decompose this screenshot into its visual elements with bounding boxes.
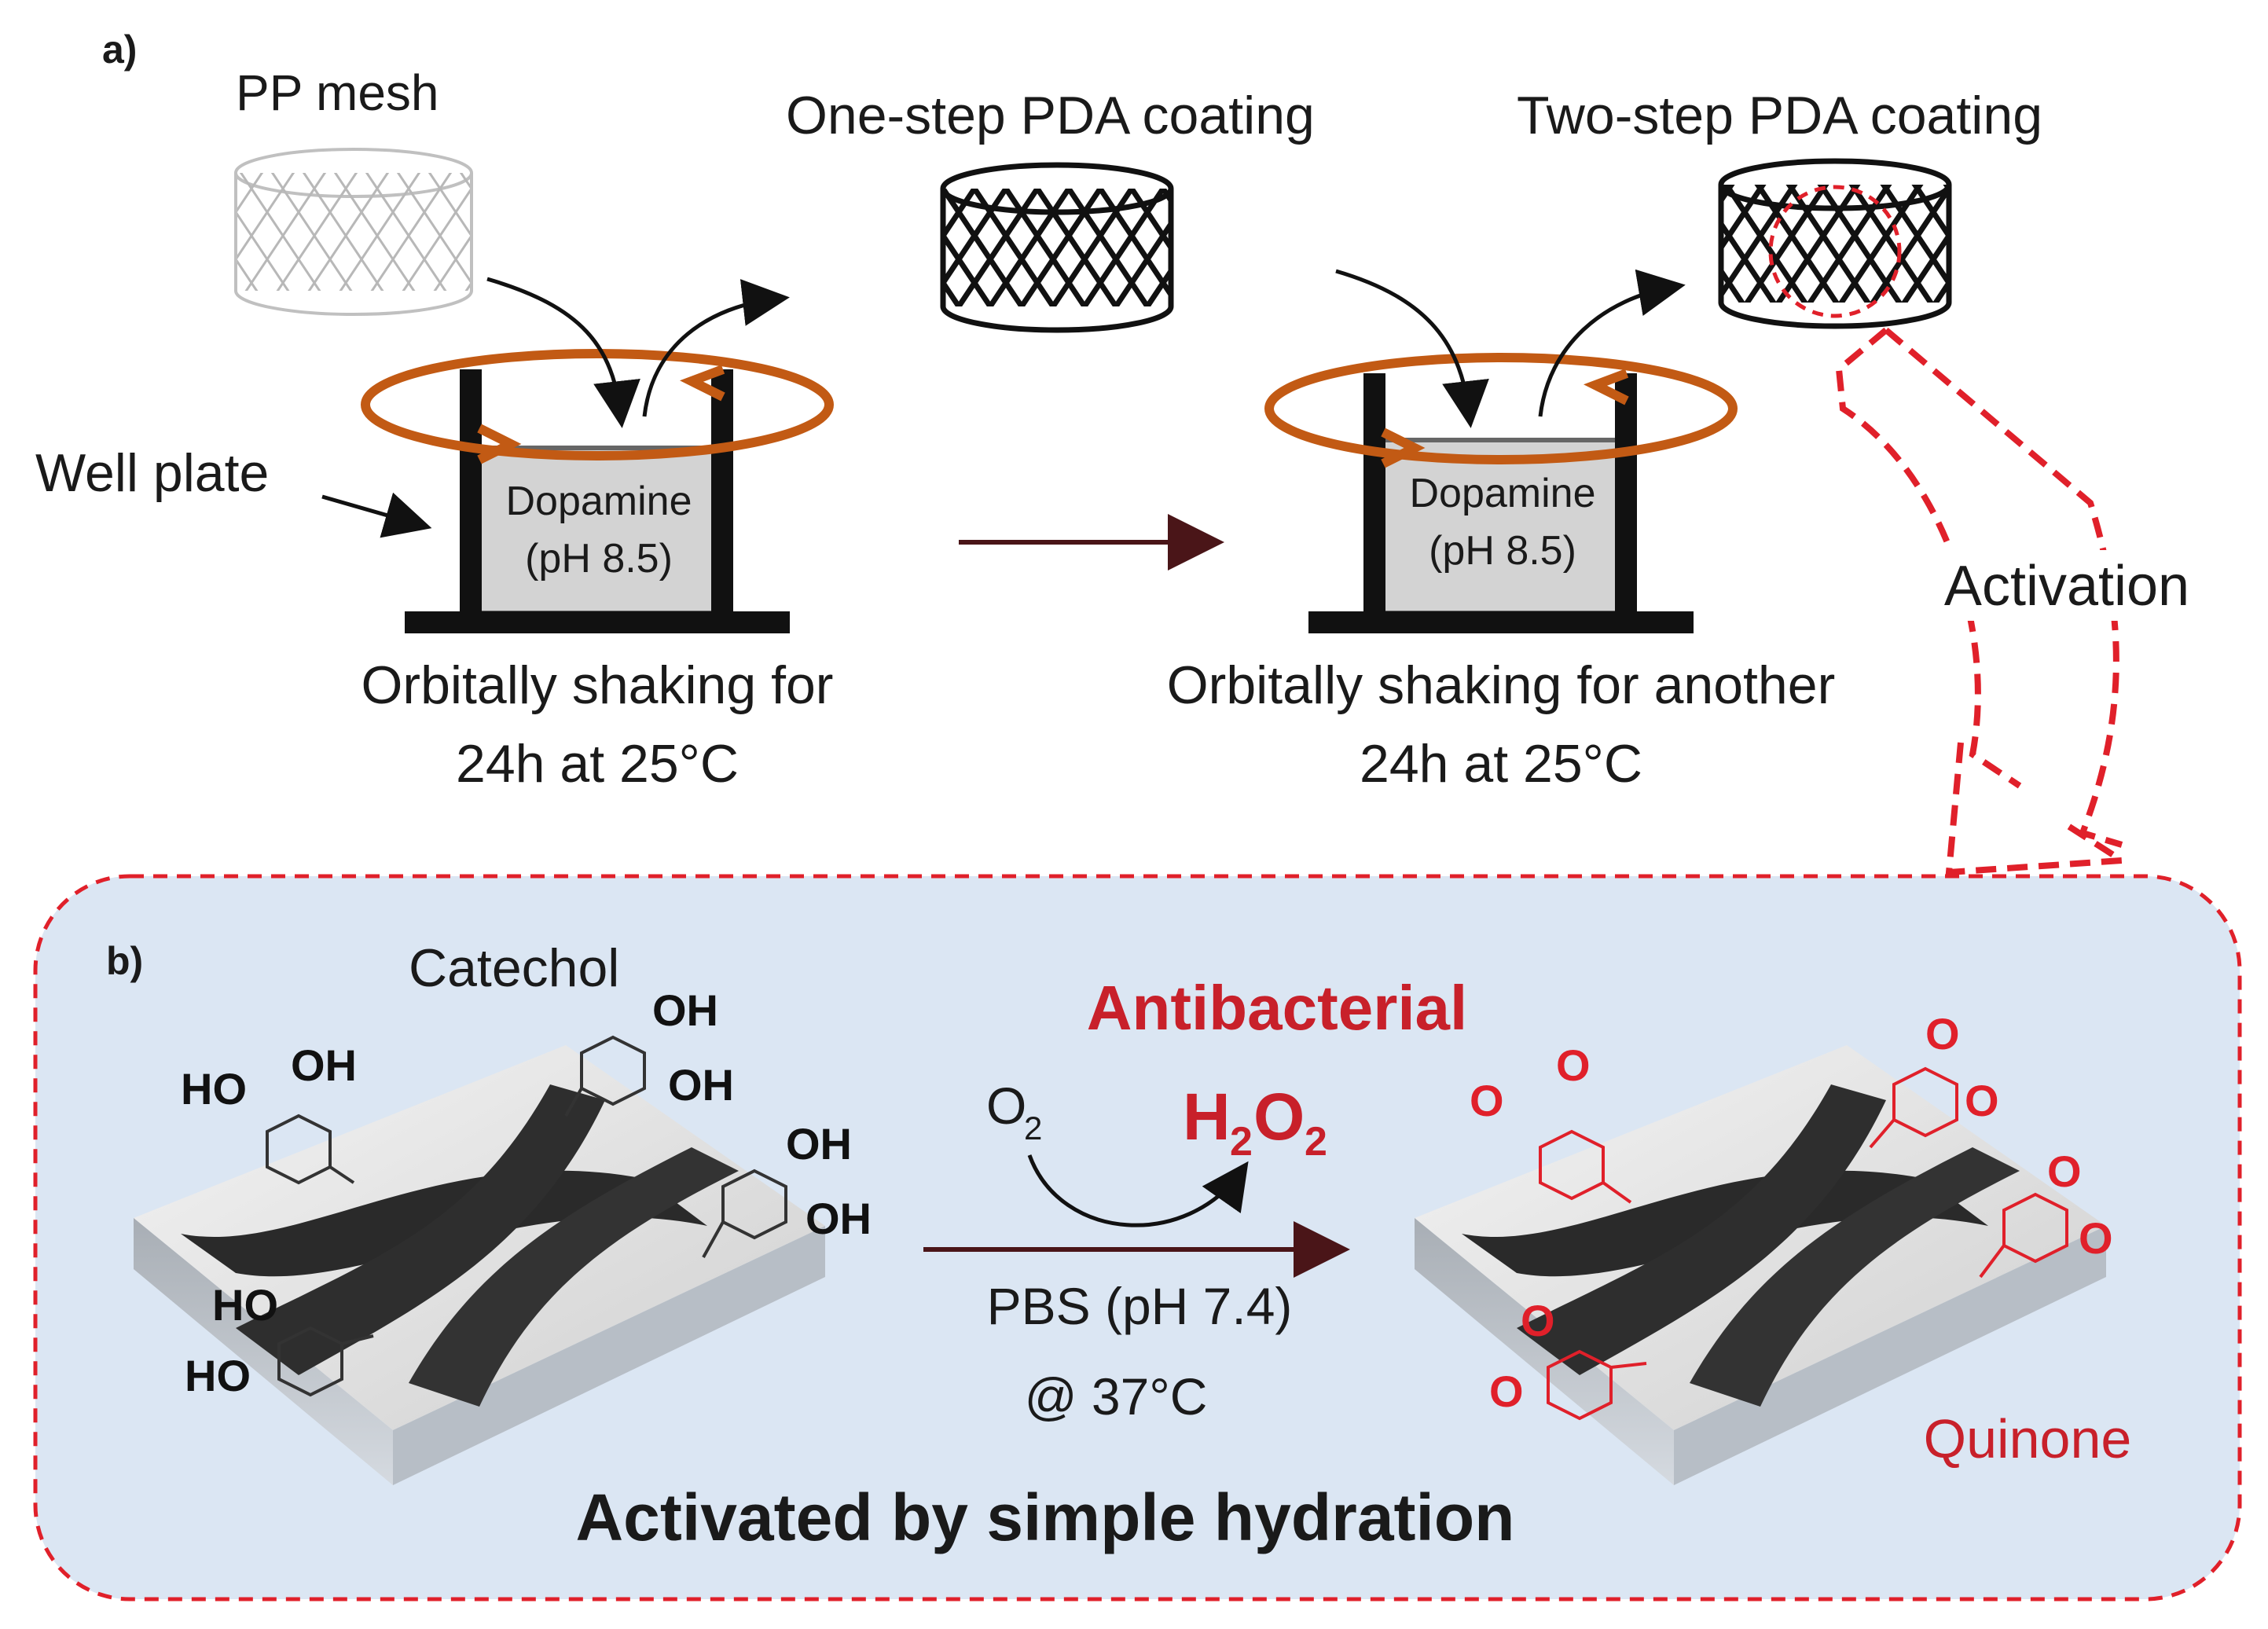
arrow-into-well-1 [486,277,640,428]
pp-mesh-label: PP mesh [236,64,439,121]
orbit-arrow-2 [1264,353,1738,468]
h2o2-label: H 2 O 2 [1183,1080,1327,1165]
activation-arrow [1835,327,2132,876]
quinone-label: Quinone [1924,1408,2132,1469]
svg-text:O: O [1253,1080,1305,1154]
arrow-into-well-2 [1335,269,1489,428]
activation-label-bg [1918,550,2216,621]
o2-label: O 2 [986,1077,1042,1147]
o-label-8: O [1489,1367,1524,1416]
two-step-mesh-icon [1718,158,1952,329]
svg-text:O: O [986,1077,1026,1135]
oh-label-1: OH [291,1040,357,1090]
pp-mesh-light-icon [234,148,473,316]
ho-label-3: HO [185,1351,251,1400]
orbit-arrow-1 [361,349,834,464]
catechol-label: Catechol [409,938,619,998]
o-label-5: O [2047,1147,2082,1196]
o-label-2: O [1556,1040,1591,1090]
quinone-ring-1 [1539,1129,1632,1204]
oh-label-3: OH [668,1060,734,1110]
o-label-3: O [1925,1009,1960,1058]
svg-text:2: 2 [1305,1119,1327,1165]
ho-label-1: HO [181,1064,247,1114]
one-step-mesh-icon [940,162,1174,333]
oh-label-2: OH [652,985,718,1035]
well-plate-1: Dopamine (pH 8.5) [405,369,790,633]
quinone-ring-4 [1547,1349,1647,1421]
antibacterial-label: Antibacterial [1087,973,1468,1043]
o-label-7: O [1521,1296,1555,1345]
quinone-ring-2 [1869,1066,1958,1149]
catechol-ring-4 [277,1326,374,1397]
panel-a-label: a) [102,28,137,72]
o-label-4: O [1965,1076,1999,1125]
shake2-line1: Orbitally shaking for another [1167,655,1835,715]
shake2-line2: 24h at 25°C [1360,734,1642,794]
left-slab [134,1045,825,1485]
well-plate-2: Dopamine (pH 8.5) [1308,373,1694,633]
catechol-ring-3 [702,1169,787,1258]
svg-text:H: H [1183,1080,1231,1154]
right-slab [1415,1045,2106,1485]
well-plate-pointer [321,492,432,538]
one-step-label: One-step PDA coating [786,86,1315,145]
catechol-ring-1 [266,1114,355,1185]
dopamine-label-2: Dopamine [1409,471,1595,516]
quinone-ring-3 [1979,1192,2068,1279]
ph-label-2: (pH 8.5) [1429,528,1576,574]
catechol-ring-2 [564,1035,646,1117]
svg-text:2: 2 [1230,1119,1253,1165]
hydration-caption: Activated by simple hydration [576,1480,1515,1554]
shake1-line1: Orbitally shaking for [361,655,834,715]
ho-label-2: HO [212,1280,278,1330]
svg-text:2: 2 [1024,1110,1042,1147]
oh-label-4: OH [786,1119,852,1169]
oh-label-5: OH [806,1194,872,1243]
arrow-out-well-1 [642,279,790,417]
well-plate-label: Well plate [35,443,269,503]
o2-to-h2o2-arrow [1027,1154,1249,1227]
dopamine-label-1: Dopamine [505,479,692,524]
panel-b-label: b) [106,939,143,983]
two-step-label: Two-step PDA coating [1517,86,2042,145]
ph-label-1: (pH 8.5) [525,536,673,582]
o-label-1: O [1470,1076,1504,1125]
shake1-line2: 24h at 25°C [456,734,739,794]
arrow-out-well-2 [1538,269,1686,417]
temp-label: @ 37°C [1025,1367,1208,1425]
activation-label: Activation [1944,555,2189,618]
pbs-label: PBS (pH 7.4) [987,1277,1293,1335]
o-label-6: O [2079,1213,2113,1263]
